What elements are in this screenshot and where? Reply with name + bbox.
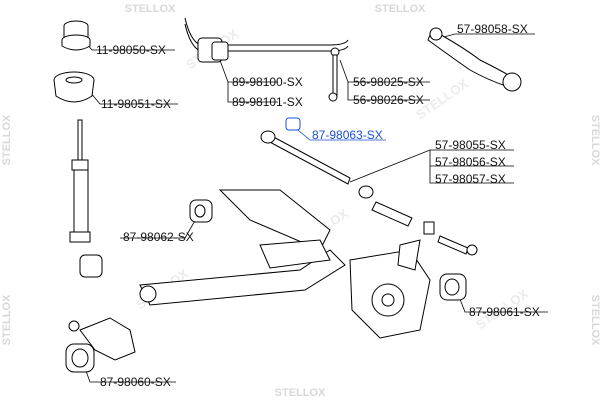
watermark-borders: STELLOX STELLOX STELLOX STELLOX STELLOX …: [1, 3, 600, 399]
watermark-top-2: STELLOX: [375, 3, 426, 15]
label-89-98100-sx[interactable]: 89-98100-SX: [232, 75, 303, 89]
label-56-98025-sx[interactable]: 56-98025-SX: [353, 75, 424, 89]
leader-lines: [81, 33, 548, 383]
stabilizer-bar: [184, 17, 349, 63]
lower-arm: [139, 189, 346, 306]
toe-link: [358, 185, 478, 256]
leader-87-98063: [292, 125, 386, 141]
leader-89-98101: [227, 82, 278, 103]
bushing-87-98061: [439, 273, 467, 301]
label-87-98062-sx[interactable]: 87-98062-SX: [123, 230, 194, 244]
label-57-98058-sx[interactable]: 57-98058-SX: [457, 22, 528, 36]
bump-stop-part: [53, 71, 95, 103]
watermark-left: STELLOX: [1, 114, 13, 165]
label-87-98061-sx[interactable]: 87-98061-SX: [469, 305, 540, 319]
leader-57-98057: [429, 166, 514, 184]
label-11-98050-sx[interactable]: 11-98050-SX: [96, 43, 166, 57]
label-87-98063-sx[interactable]: 87-98063-SX: [312, 128, 383, 142]
label-56-98026-sx[interactable]: 56-98026-SX: [353, 93, 424, 107]
stabilizer-link: [328, 47, 340, 102]
strut-mount-part: [61, 20, 91, 51]
bushing-87-98060: [65, 317, 136, 373]
bushing-87-98062: [189, 199, 213, 223]
label-57-98055-sx[interactable]: 57-98055-SX: [435, 138, 506, 152]
label-57-98056-sx[interactable]: 57-98056-SX: [435, 155, 506, 169]
label-89-98101-sx[interactable]: 89-98101-SX: [232, 95, 303, 109]
knuckle-hub: [349, 239, 431, 339]
shock-absorber: [69, 119, 103, 278]
watermark-top: STELLOX: [125, 3, 176, 15]
label-11-98051-sx[interactable]: 11-98051-SX: [101, 97, 171, 111]
lateral-link: [260, 117, 351, 185]
watermark-bottom: STELLOX: [275, 387, 326, 399]
leader-11-98051: [89, 91, 178, 105]
watermark-right-2: STELLOX: [589, 295, 600, 346]
watermark-left-2: STELLOX: [1, 294, 13, 345]
watermark-right: STELLOX: [589, 115, 600, 166]
leader-56-98026: [347, 82, 430, 101]
label-87-98060-sx[interactable]: 87-98060-SX: [100, 375, 171, 389]
upper-arm: [427, 27, 522, 92]
label-57-98057-sx[interactable]: 57-98057-SX: [435, 172, 506, 186]
